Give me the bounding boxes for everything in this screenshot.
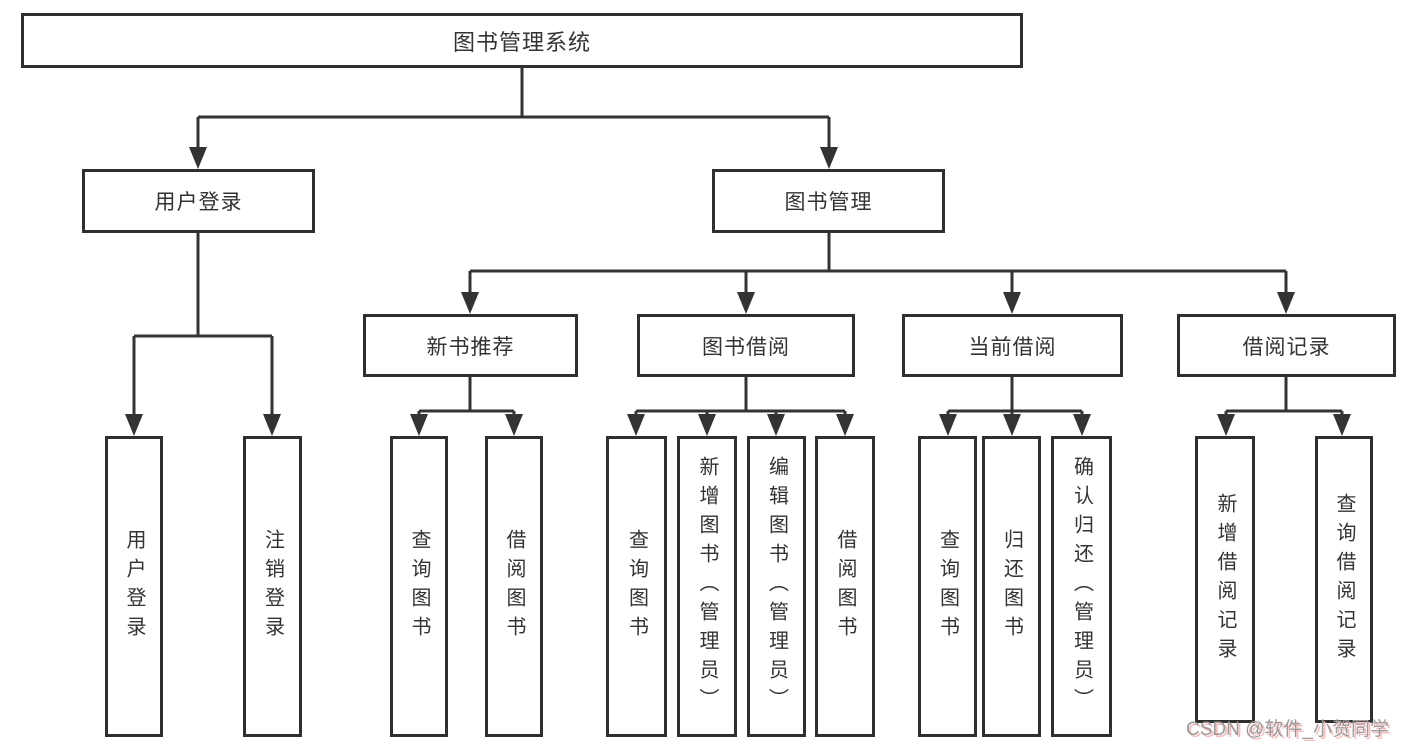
node-label: 查询图书 [936,528,959,645]
leaf-borrow-books-1: 借阅图书 [485,436,543,737]
node-label: 编辑图书（管理员） [765,456,788,717]
arrow-to-leaf-user-login [125,414,143,436]
node-label: 确认归还（管理员） [1070,456,1093,717]
node-label: 用户登录 [123,528,145,645]
node-label: 借阅图书 [503,528,525,645]
leaf-query-books-1: 查询图书 [390,436,448,737]
node-new-book-recommend: 新书推荐 [363,314,578,377]
arrow-to-book-management [820,147,838,169]
leaf-add-borrow-record: 新增借阅记录 [1195,436,1255,723]
arrow-to-leaf-edit-book [767,414,785,436]
connector-borrowing-records-to-leaves [1224,377,1344,418]
node-label: 当前借阅 [968,335,1057,359]
connector-book-management-to-level3 [468,233,1288,296]
node-label: 注销登录 [261,528,284,645]
csdn-watermark: CSDN @软件_小贺同学 [1186,719,1389,740]
leaf-add-book-admin: 新增图书（管理员） [677,436,737,737]
leaf-query-books-2: 查询图书 [606,436,667,737]
node-book-borrowing: 图书借阅 [637,314,855,377]
node-label: 图书借阅 [702,335,790,359]
node-label: 借阅图书 [834,528,856,645]
node-label: 查询借阅记录 [1333,492,1355,667]
arrow-to-leaf-add-record [1217,414,1235,436]
arrow-to-current-borrowing [1003,292,1021,314]
arrow-to-leaf-query-record [1333,414,1351,436]
leaf-query-books-3: 查询图书 [918,436,977,737]
node-label: 借阅记录 [1242,335,1331,359]
leaf-borrow-books-2: 借阅图书 [815,436,875,737]
node-label: 用户登录 [154,191,243,214]
arrow-to-leaf-query-books-2 [627,414,645,436]
connector-root-to-level2 [196,68,831,151]
node-label: 查询图书 [408,528,430,645]
leaf-confirm-return-admin: 确认归还（管理员） [1051,436,1112,737]
node-label: 新增借阅记录 [1214,492,1236,667]
connector-current-borrowing-to-leaves [946,377,1084,418]
arrow-to-leaf-query-books-3 [939,414,957,436]
connector-user-login-to-leaves [132,233,274,418]
node-library-management-system: 图书管理系统 [21,13,1023,68]
node-label: 图书管理 [784,191,873,214]
arrow-to-leaf-return-book [1003,414,1021,436]
leaf-logout: 注销登录 [243,436,302,737]
arrow-to-new-book-recommend [461,292,479,314]
arrow-to-leaf-query-books-1 [410,414,428,436]
node-book-management: 图书管理 [712,169,945,233]
leaf-return-book: 归还图书 [982,436,1041,737]
arrow-to-user-login [189,147,207,169]
node-user-login: 用户登录 [82,169,315,233]
connector-book-borrowing-to-leaves [634,377,847,418]
node-label: 新增图书（管理员） [696,456,718,717]
leaf-user-login: 用户登录 [105,436,163,737]
leaf-query-borrow-record: 查询借阅记录 [1315,436,1373,723]
node-borrowing-records: 借阅记录 [1177,314,1396,377]
arrow-to-borrowing-records [1277,292,1295,314]
arrow-to-leaf-logout [263,414,281,436]
arrow-to-leaf-borrow-books-2 [836,414,854,436]
arrow-to-leaf-confirm-return [1073,414,1091,436]
node-label: 查询图书 [625,528,648,645]
node-label: 归还图书 [1000,528,1023,645]
arrow-to-leaf-borrow-books-1 [505,414,523,436]
node-label: 新书推荐 [426,335,515,359]
arrow-to-leaf-add-book [698,414,716,436]
node-current-borrowing: 当前借阅 [902,314,1123,377]
leaf-edit-book-admin: 编辑图书（管理员） [747,436,806,737]
connector-new-book-recommend-to-leaves [417,377,516,418]
node-label: 图书管理系统 [452,29,591,55]
arrow-to-book-borrowing [737,292,755,314]
